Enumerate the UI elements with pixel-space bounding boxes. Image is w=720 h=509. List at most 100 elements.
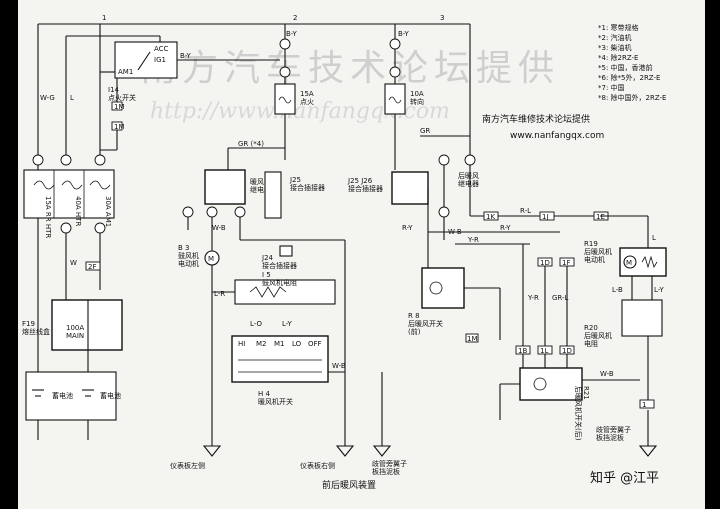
fuse-15a-rr-htr: 15A RR HTR [44, 196, 52, 238]
wire-l-o: L-O [250, 320, 262, 328]
wire-b-y-1: B-Y [180, 52, 191, 60]
column-2: 2 [293, 14, 297, 22]
ground-mid: 歧管旁翼子板挡泥板 [372, 372, 407, 476]
switch-lo: LO [292, 340, 302, 348]
battery-left-label: 蓄电池 [52, 391, 73, 400]
wire-l-1: L [70, 94, 74, 102]
banner-text: 南方汽车维修技术论坛提供 [482, 113, 590, 125]
conn-c1: 1 [642, 401, 646, 409]
ground-right: 仪表板右侧 [300, 440, 355, 470]
battery-right-label: 蓄电池 [100, 391, 121, 400]
wire-r-y-1: R-Y [500, 224, 511, 232]
switch-m1: M1 [274, 340, 285, 348]
conn-1m: 1M [114, 103, 125, 111]
watermark-chinese: 南方汽车技术论坛提供 [140, 48, 560, 89]
diagram-paper [18, 0, 705, 509]
rear-relay: 后暖风继电器 [391, 171, 479, 205]
wire-w-1: W [70, 259, 77, 267]
wire-l-2: L [652, 234, 656, 242]
note-1: *1: 寒带规格 [598, 23, 639, 32]
ground-2-label: 仪表板右侧 [300, 461, 335, 470]
r21-label: R21后暖风机开关(后) [574, 386, 590, 441]
wire-l-b: L-B [612, 286, 623, 294]
note-6: *6: 除*5外，2RZ-E [598, 73, 660, 82]
switch-off: OFF [308, 340, 322, 348]
ground-1-label: 仪表板左侧 [170, 461, 205, 470]
ground-left: 仪表板左侧 [170, 440, 222, 470]
column-1: 1 [102, 14, 106, 22]
note-7: *7: 中国 [598, 83, 625, 92]
wire-b-y-2: B-Y [286, 30, 297, 38]
note-5: *5: 中国，香港前 [598, 63, 653, 72]
wire-w-b-1: W-B [212, 224, 226, 232]
fuse-40a-htr: 40A HTR [74, 196, 82, 226]
banner-url: www.nanfangqx.com [510, 131, 604, 141]
wire-l-y-2: L-Y [654, 286, 664, 294]
notes-list: *1: 寒带规格 *2: 汽油机 *3: 柴油机 *4: 除2RZ-E *5: … [598, 23, 666, 102]
ig1-label: IG1 [154, 56, 166, 64]
note-8: *8: 除中国外，2RZ-E [598, 93, 666, 102]
battery-left: 蓄电池 蓄电池 [25, 371, 121, 421]
conn-1d-b: 1D [540, 259, 550, 267]
conn-1k: 1K [486, 213, 495, 221]
wire-l-y: L-Y [282, 320, 292, 328]
wire-r-l: R-L [520, 207, 531, 215]
wire-w-b-2: W-B [332, 362, 346, 370]
conn-1m-b: 1M [114, 123, 125, 131]
conn-1d: 1D [562, 347, 572, 355]
conn-1l: 1L [540, 347, 548, 355]
zhihu-watermark: 知乎 @江平 [590, 470, 659, 486]
note-2: *2: 汽油机 [598, 33, 632, 42]
wire-y-r-2: Y-R [527, 294, 539, 302]
wire-gr-rear: GR [420, 127, 430, 135]
wire-gr-l: GR-L [552, 294, 569, 302]
heater-relay-label: 暖风继电器 [250, 178, 271, 194]
note-3: *3: 柴油机 [598, 43, 632, 52]
heater-relay: 暖风继电器 [204, 169, 271, 205]
acc-label: ACC [154, 45, 169, 53]
rear-relay-label: 后暖风继电器 [458, 171, 479, 188]
column-3: 3 [440, 14, 444, 22]
fuse-30a-am1: 30A AM1 [104, 196, 112, 227]
ground-4-label: 歧管旁翼子板挡泥板 [596, 425, 631, 442]
wire-w-b-4: W-B [600, 370, 614, 378]
wire-gr-4: GR (*4) [238, 140, 264, 148]
wire-l-r: L-R [214, 290, 225, 298]
svg-text:M: M [208, 255, 214, 263]
conn-1b: 1B [518, 347, 527, 355]
fuse-group-left: 15A RR HTR 40A HTR 30A AM1 [23, 169, 115, 238]
rear-switch-rear: R21后暖风机开关(后) [519, 367, 590, 441]
wire-r-y-2: R-Y [402, 224, 413, 232]
wire-w-g: W-G [40, 94, 55, 102]
note-4: *4: 除2RZ-E [598, 53, 638, 62]
conn-2f: 2F [88, 263, 96, 271]
wire-b-y-3: B-Y [398, 30, 409, 38]
am1-label: AM1 [118, 68, 133, 76]
svg-text:M: M [626, 259, 632, 267]
switch-hi: HI [238, 340, 245, 348]
conn-1f: 1F [562, 259, 570, 267]
diagram-title: 前后暖风装置 [322, 479, 376, 491]
conn-1m-r8: 1M [467, 335, 478, 343]
